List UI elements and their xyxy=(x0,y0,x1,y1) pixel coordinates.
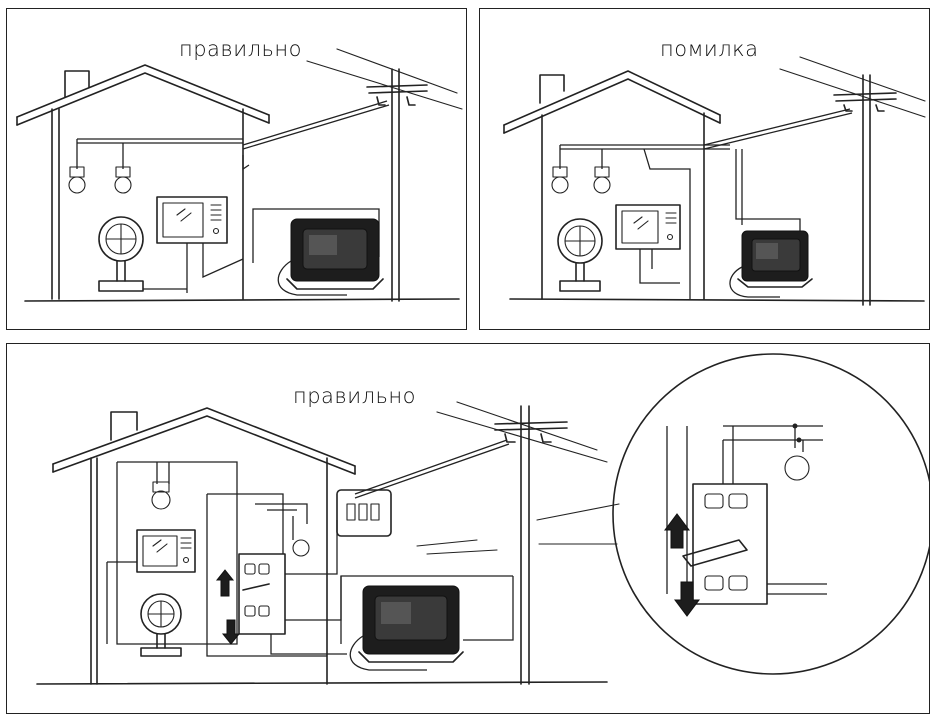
magnifier-circle-icon xyxy=(612,353,929,675)
panel-correct-top: правильно xyxy=(6,8,467,330)
light-bulb-icon xyxy=(551,166,569,194)
ground-line xyxy=(36,681,608,685)
arrow-up-icon xyxy=(215,569,235,597)
light-bulb-icon xyxy=(68,166,86,194)
arrow-up-icon xyxy=(664,513,690,549)
table-fan-icon xyxy=(140,593,182,657)
microwave-icon xyxy=(615,204,681,250)
panel-caption: правильно xyxy=(293,384,416,408)
panel-wrong-top: помилка xyxy=(479,8,930,330)
breaker-box-icon xyxy=(336,489,392,537)
light-bulb-icon xyxy=(593,166,611,194)
light-bulb-icon xyxy=(151,481,171,510)
light-bulb-icon xyxy=(292,539,310,557)
panel-correct-bottom: правильно xyxy=(6,343,930,714)
generator-icon xyxy=(729,230,813,298)
ground-line xyxy=(509,298,925,302)
house-icon xyxy=(16,64,270,300)
arrow-down-icon xyxy=(221,619,241,645)
panel-caption: правильно xyxy=(179,37,302,61)
wiring-scene xyxy=(16,48,463,302)
power-pole-icon xyxy=(779,56,926,306)
light-bulb-icon xyxy=(784,455,810,481)
generator-icon xyxy=(340,576,514,671)
wiring-scene xyxy=(503,56,926,306)
microwave-icon xyxy=(156,196,228,244)
generator-icon xyxy=(277,218,384,296)
microwave-icon xyxy=(136,529,196,573)
wiring-scene xyxy=(36,353,929,685)
arrow-down-icon xyxy=(674,581,700,617)
table-fan-icon xyxy=(98,216,144,292)
house-icon xyxy=(52,407,356,685)
table-fan-icon xyxy=(557,218,603,292)
power-pole-icon xyxy=(306,48,463,302)
light-bulb-icon xyxy=(114,166,132,194)
house-icon xyxy=(503,70,721,300)
power-pole-icon xyxy=(436,401,608,685)
transfer-switch-icon xyxy=(238,553,286,635)
ground-line xyxy=(24,298,460,302)
panel-caption: помилка xyxy=(660,37,759,61)
